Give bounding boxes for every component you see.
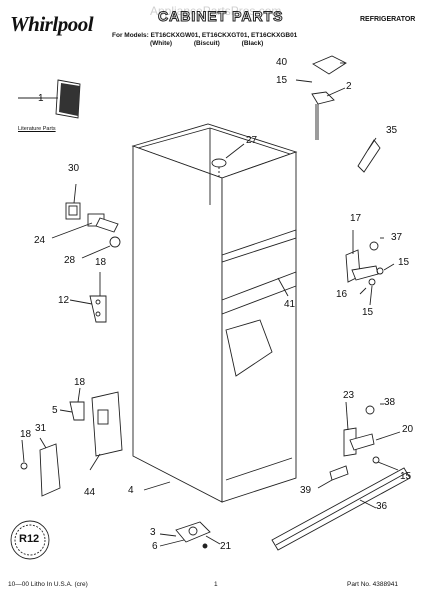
callout-17: 17 [350, 213, 362, 224]
part-27-icon [211, 143, 245, 178]
callout-5: 5 [52, 405, 58, 416]
callout-15-bottom: 15 [400, 471, 412, 482]
part-41-leader [277, 277, 289, 297]
callout-2: 2 [346, 81, 352, 92]
callout-15-right: 15 [398, 257, 410, 268]
callout-18-left: 18 [20, 429, 32, 440]
callout-6: 6 [152, 541, 158, 552]
footer-page-number: 1 [214, 581, 218, 588]
footer-litho: 10—00 Litho In U.S.A. (cre) [8, 581, 88, 588]
callout-18-upper: 18 [95, 257, 107, 268]
callout-3: 3 [150, 527, 156, 538]
callout-39: 39 [300, 485, 312, 496]
r12-badge-label: R12 [19, 533, 40, 545]
part-4-leader [143, 481, 171, 491]
callout-31: 31 [35, 423, 47, 434]
literature-parts-label: Literature Parts [18, 126, 56, 132]
callout-24: 24 [34, 235, 46, 246]
part-35-icon [357, 137, 381, 173]
footer-part-number: Part No. 4388941 [347, 581, 398, 588]
color-biscuit: (Biscuit) [193, 40, 220, 47]
r12-badge-icon [10, 520, 50, 560]
callout-37: 37 [391, 232, 403, 243]
callout-18-lower: 18 [74, 377, 86, 388]
right-bracket-lower-icon [343, 401, 401, 471]
callout-20: 20 [402, 424, 414, 435]
color-variants: (White) (Biscuit) (Black) [150, 40, 283, 47]
callout-12: 12 [58, 295, 70, 306]
callout-30: 30 [68, 163, 80, 174]
callout-27: 27 [246, 135, 258, 146]
callout-36: 36 [376, 501, 388, 512]
callout-41: 41 [284, 299, 296, 310]
part-31-icon [20, 437, 61, 497]
left-hinge-lower-icon [59, 387, 123, 471]
models-line: For Models: ET16CKXGW01, ET16CKXGT01, ET… [112, 32, 298, 39]
literature-booklet-icon [42, 79, 81, 119]
part-39-icon [317, 465, 349, 489]
callout-15-top: 15 [276, 75, 288, 86]
callout-35: 35 [386, 125, 398, 136]
left-hinge-upper-icon [69, 272, 107, 323]
right-bracket-upper-icon [345, 230, 395, 306]
page-title: CABINET PARTS [158, 8, 284, 25]
part-36-grille-icon [271, 467, 411, 551]
callout-38: 38 [384, 397, 396, 408]
callout-21: 21 [220, 541, 232, 552]
callout-28: 28 [64, 255, 76, 266]
watermark: AppliancePartsPros.com [150, 4, 282, 18]
color-white: (White) [150, 40, 173, 47]
lock-parts-icon [51, 183, 121, 259]
callout-15-mid: 15 [362, 307, 374, 318]
callout-40: 40 [276, 57, 288, 68]
callout-4: 4 [128, 485, 134, 496]
top-hinge-assembly [295, 55, 347, 140]
cabinet-body [131, 123, 298, 503]
callout-23: 23 [343, 390, 355, 401]
category-label: REFRIGERATOR [360, 16, 416, 23]
callout-1: 1 [38, 93, 44, 104]
color-black: (Black) [241, 40, 264, 47]
callout-44: 44 [84, 487, 96, 498]
whirlpool-logo: Whirlpool [10, 12, 94, 36]
callout-16: 16 [336, 289, 348, 300]
lower-hinge-icon [159, 521, 221, 549]
